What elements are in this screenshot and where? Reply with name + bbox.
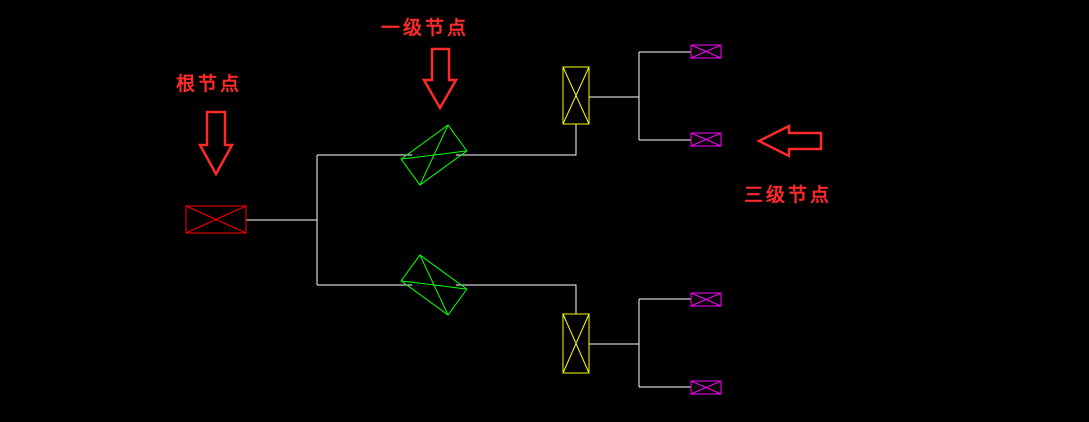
- level2-node-upper: [562, 66, 590, 125]
- level1-node-lower: [400, 254, 468, 316]
- root-arrow-down-icon: [197, 110, 235, 177]
- root-node-label: 根节点: [176, 73, 243, 95]
- level1-node-label: 一级节点: [381, 17, 470, 39]
- connector-lower-level1-to-level2: [456, 284, 577, 314]
- level3-arrow-left-icon: [756, 123, 823, 159]
- connector-lines: [246, 51, 691, 388]
- connector-upper-level1-to-level2: [456, 124, 577, 156]
- level2-node-lower: [562, 313, 590, 374]
- level3-node-a: [690, 44, 722, 59]
- level3-node-b: [690, 132, 722, 147]
- level3-node-c: [690, 292, 722, 307]
- level1-arrow-down-icon: [421, 47, 459, 111]
- level1-node-upper: [400, 124, 468, 186]
- root-node: [185, 205, 247, 234]
- level3-node-d: [690, 380, 722, 395]
- level3-node-label: 三级节点: [744, 184, 833, 206]
